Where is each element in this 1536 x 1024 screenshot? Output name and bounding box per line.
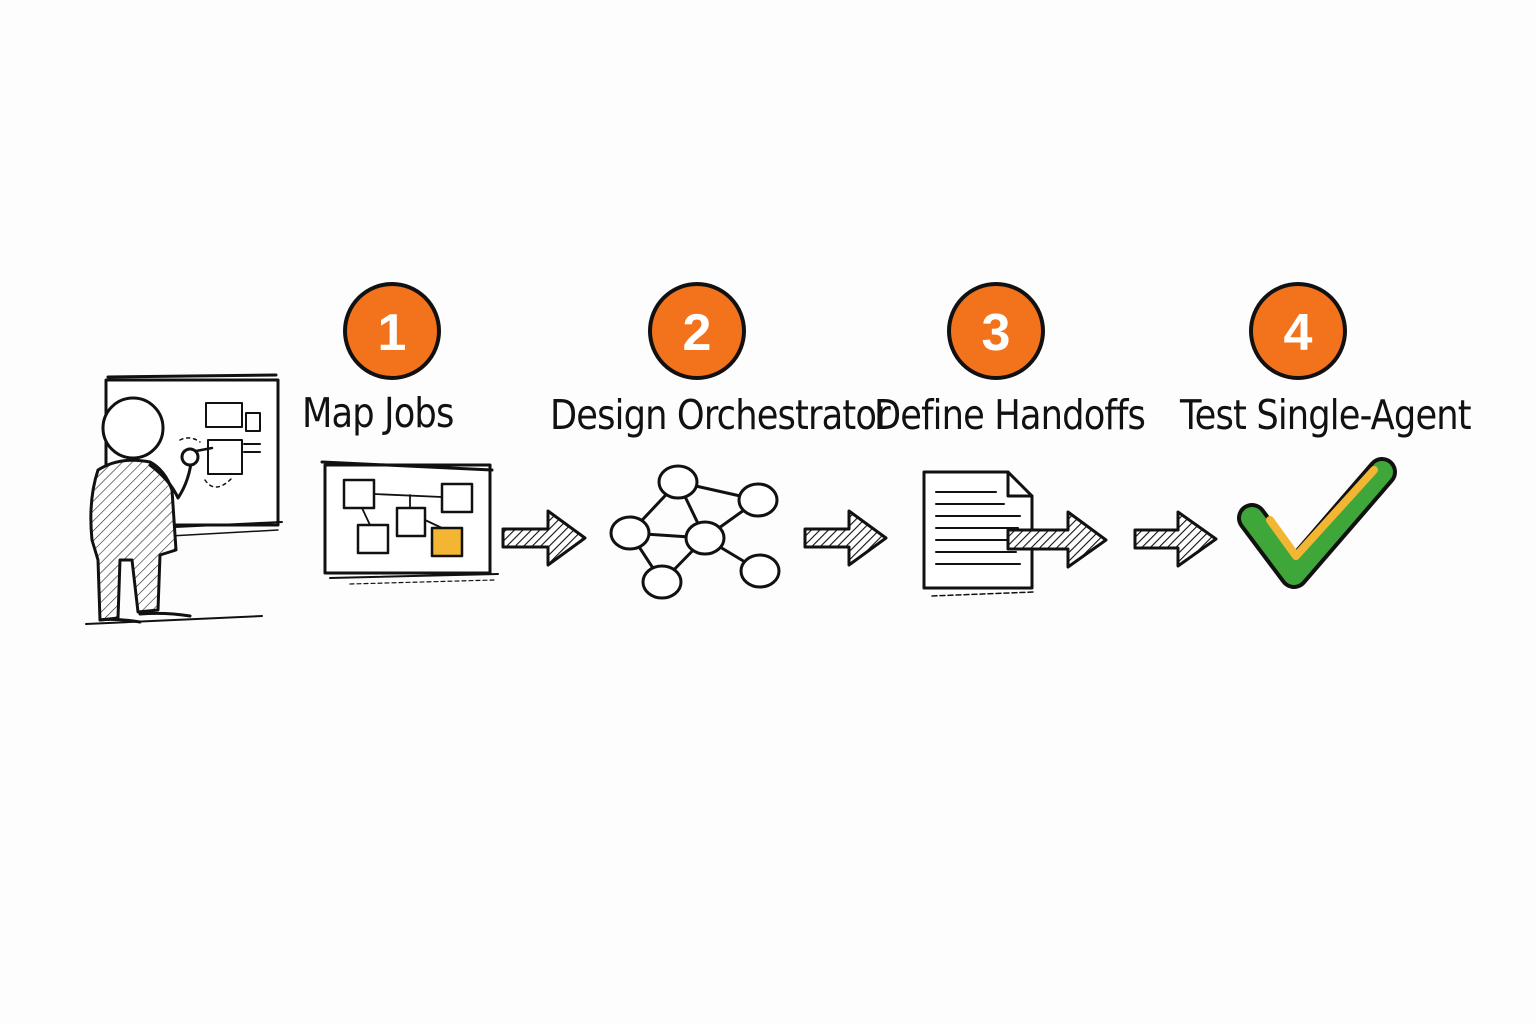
person-at-whiteboard-icon [85, 373, 283, 625]
step-2-label: Design Orchestrator [550, 391, 891, 439]
step-3-number: 3 [982, 304, 1011, 362]
job-map-board-icon [320, 460, 499, 585]
step-3-label: Define Handoffs [874, 391, 1146, 439]
step-4-badge: 4 [1249, 282, 1347, 380]
step-1-badge: 1 [343, 282, 441, 380]
step-4-label: Test Single-Agent [1180, 391, 1472, 439]
arrow-right-icon [1006, 510, 1108, 569]
arrow-right-icon [803, 509, 888, 567]
document-icon [922, 470, 1035, 597]
network-graph-icon [609, 464, 781, 600]
step-2-number: 2 [683, 304, 712, 362]
step-1-label: Map Jobs [302, 389, 454, 437]
arrow-right-icon [1133, 510, 1218, 568]
step-4-number: 4 [1284, 304, 1313, 362]
step-2-badge: 2 [648, 282, 746, 380]
step-1-number: 1 [378, 304, 407, 362]
step-3-badge: 3 [947, 282, 1045, 380]
arrow-right-icon [501, 509, 587, 567]
checkmark-icon [1237, 457, 1397, 589]
